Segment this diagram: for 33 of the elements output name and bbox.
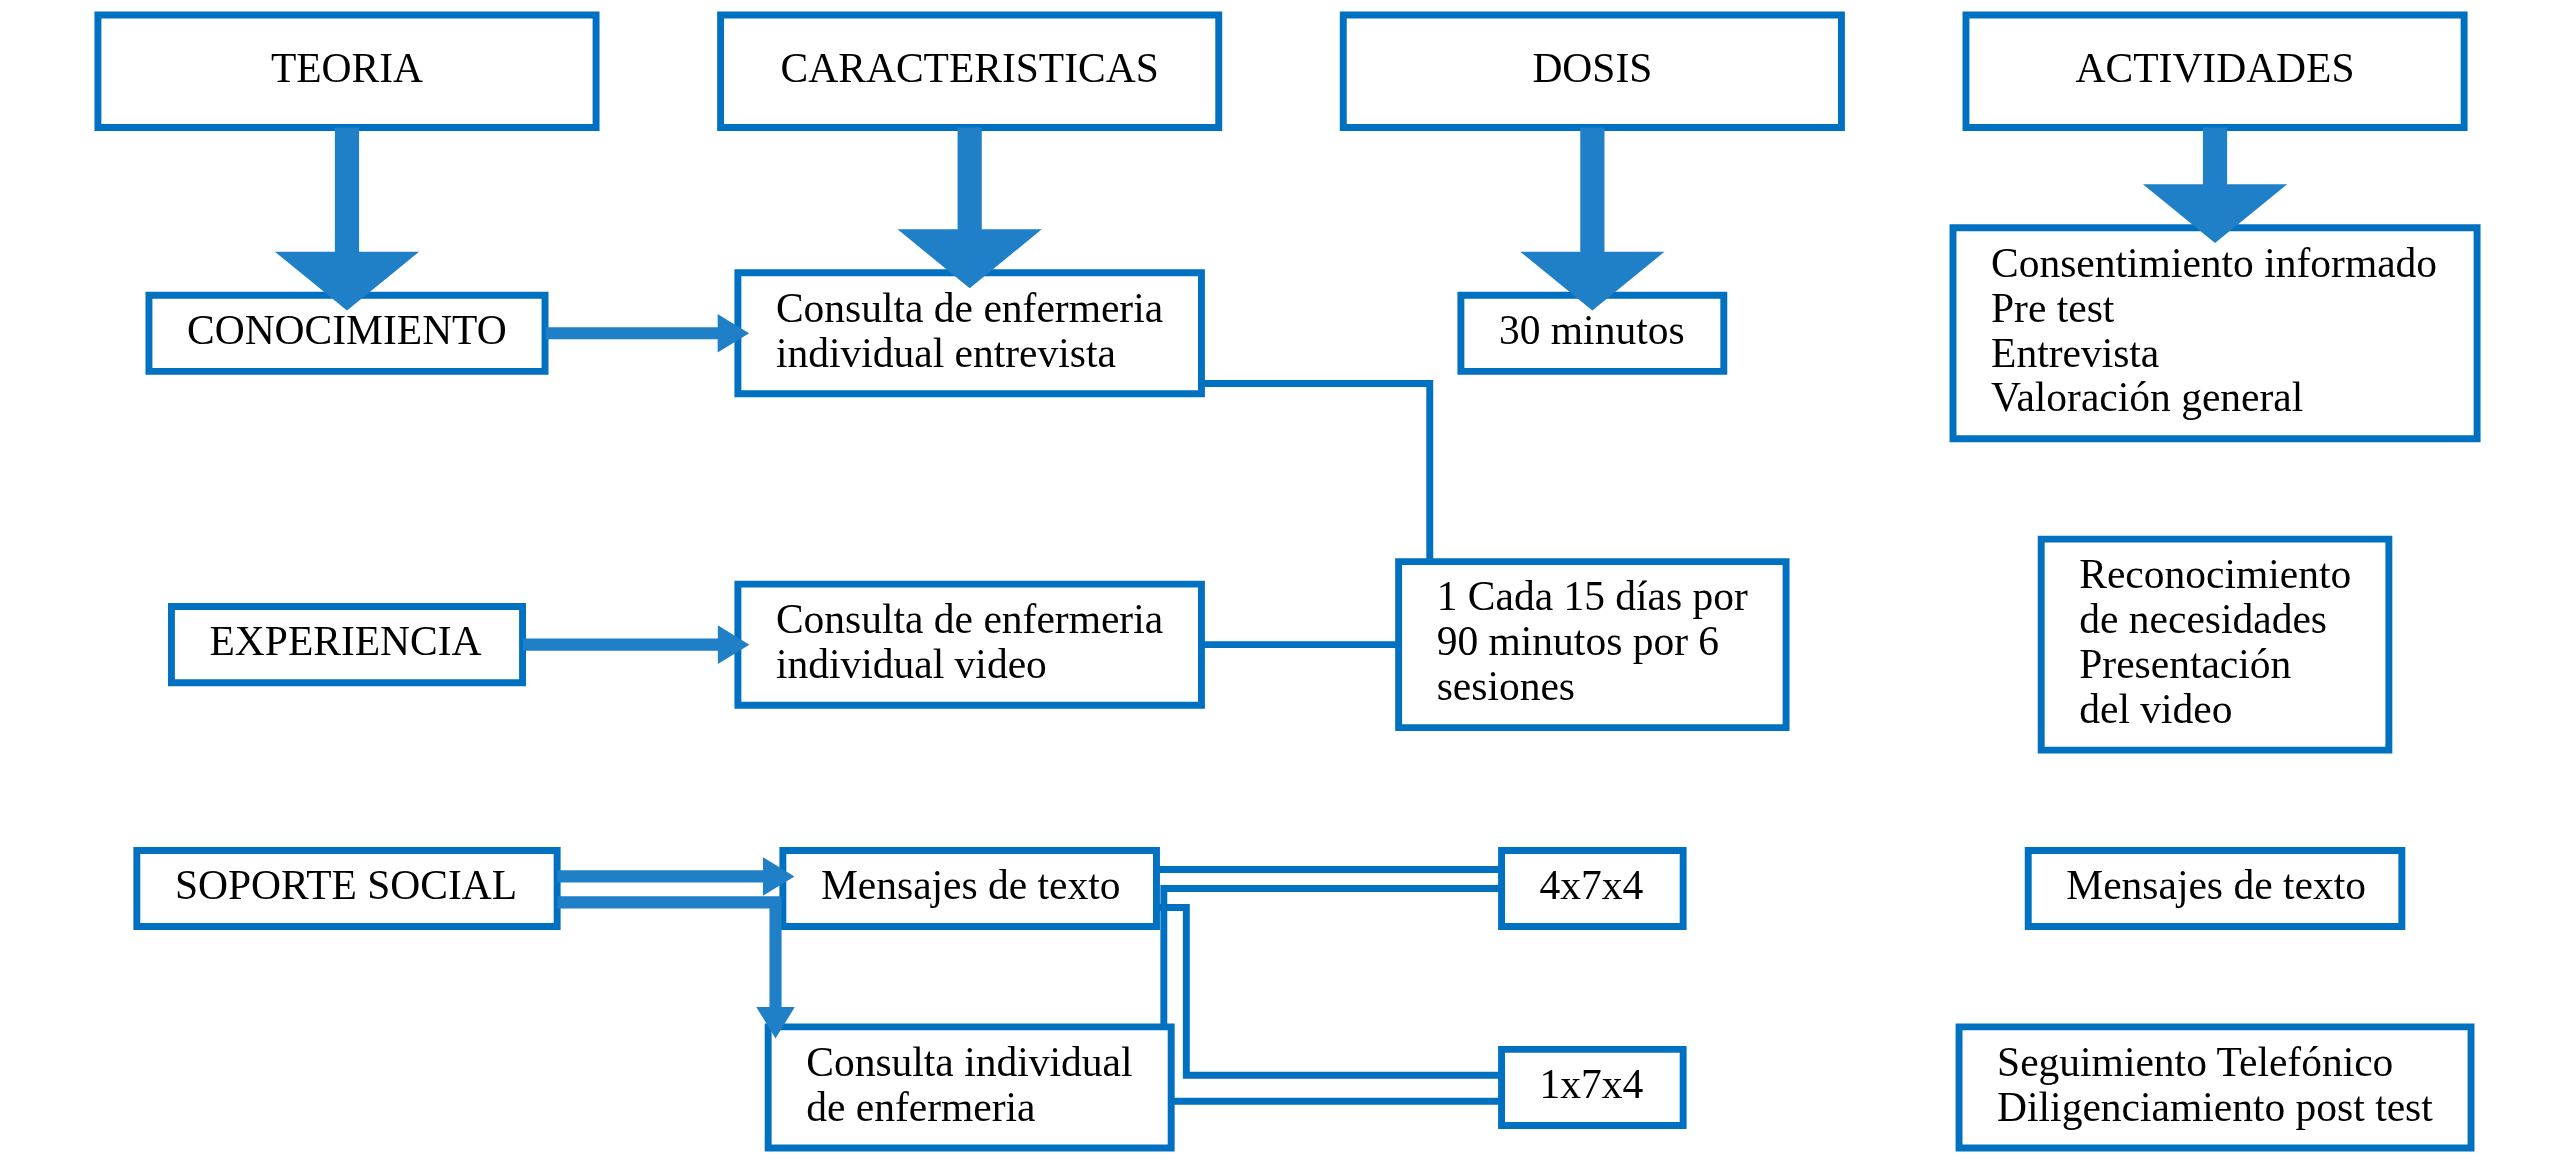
node-box: EXPERIENCIA: [167, 603, 526, 687]
connector: [1201, 641, 1399, 649]
node-box: Seguimiento Telefónico Diligenciamiento post test: [1955, 1023, 2475, 1152]
connector: [1160, 885, 1502, 1027]
arrow: [557, 857, 795, 896]
node-box: Mensajes de texto: [2024, 847, 2406, 931]
arrow: [545, 314, 750, 353]
node-box: 1 Cada 15 días por 90 minutos por 6 sesiones: [1395, 558, 1790, 732]
node-box: Consulta de enfermeria individual video: [734, 580, 1205, 709]
node-box: 1x7x4: [1498, 1045, 1687, 1129]
node-box: Consulta de enfermeria individual entrevista: [734, 269, 1205, 398]
node-box: 30 minutos: [1457, 291, 1728, 375]
arrow: [2142, 127, 2288, 244]
node-box: DOSIS: [1339, 11, 1845, 131]
node-box: Reconocimiento de necesidades Presentación del video: [2037, 535, 2393, 754]
connector: [1156, 866, 1502, 873]
node-box: ACTIVIDADES: [1962, 11, 2468, 131]
node-box: TEORIA: [94, 11, 600, 131]
node-box: Consentimiento informado Pre test Entrevista Valoración general: [1949, 224, 2481, 443]
node-box: 4x7x4: [1498, 847, 1687, 931]
connector: [1171, 1097, 1502, 1105]
node-box: Consulta individual de enfermeria: [764, 1023, 1175, 1152]
node-box: CONOCIMIENTO: [145, 291, 549, 375]
node-box: SOPORTE SOCIAL: [133, 847, 561, 931]
node-box: Mensajes de texto: [779, 847, 1160, 931]
connector: [1201, 380, 1434, 562]
arrow: [1520, 127, 1665, 311]
connector: [1156, 904, 1502, 1079]
arrow: [274, 127, 420, 311]
node-box: CARACTERISTICAS: [717, 11, 1223, 131]
arrow: [897, 127, 1042, 289]
arrow: [522, 625, 750, 664]
arrow: [557, 896, 795, 1039]
